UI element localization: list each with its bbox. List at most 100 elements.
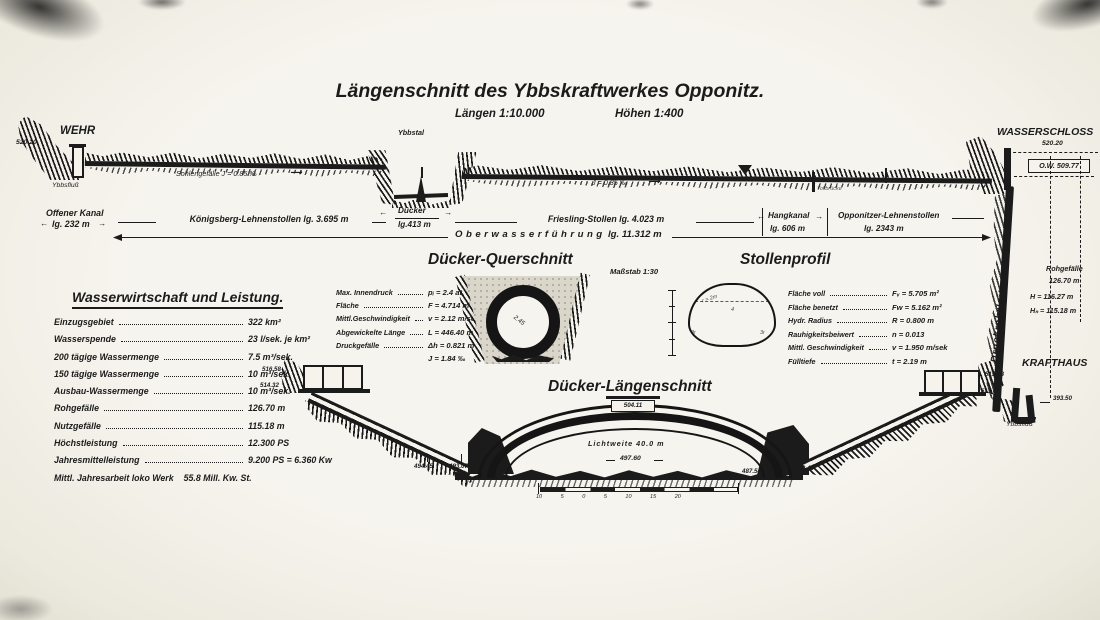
data-row: Fläche F = 4.714 m² (336, 301, 506, 314)
profile-annotation: 4 (731, 307, 735, 313)
dimension-tick (762, 208, 764, 236)
ow-level-box: O.W. 509.77 (1028, 159, 1090, 173)
profile-annotation: 3r (691, 330, 696, 336)
oberwasser-line (672, 237, 984, 239)
duecker-tower-mast (421, 167, 423, 178)
creek-mark (885, 168, 887, 183)
dimension-dash (118, 222, 156, 224)
offener-kanal-length: lg. 232 m (52, 219, 90, 229)
arrow-left-icon: ← (379, 208, 388, 217)
opponitzer-stollen-length: lg. 2343 m (864, 224, 904, 233)
leader-dots (868, 349, 887, 351)
leader-dots (410, 333, 423, 335)
hangkanal-label: Hangkanal (768, 211, 810, 220)
leader-dots (842, 308, 887, 310)
dimension-dash (952, 218, 984, 220)
crown-platform (606, 396, 660, 399)
leader-dots (858, 335, 887, 337)
row-value: 55.8 Mill. Kw. St. (183, 472, 252, 483)
row-label: Hydr. Radius (788, 316, 832, 326)
scalebar-numbers: 10 5 0 5 10 15 20 (536, 494, 681, 500)
scale-laengen: Längen 1:10.000 (455, 108, 545, 120)
row-label: Mittl. Geschwindigkeit (788, 343, 864, 353)
outlet-sill (919, 392, 986, 396)
head-dimension-line (1080, 156, 1081, 322)
sohlengefaelle-label: Sohlengefälle J = 0.85 ‰ (176, 169, 257, 178)
elevation-tick (461, 454, 462, 462)
creek-notch (738, 165, 752, 175)
elevation-tick (427, 454, 428, 462)
row-value: 12.300 PS (248, 438, 290, 449)
row-equation: F = 4.714 m² (428, 301, 472, 311)
outlet-structure-right (924, 370, 980, 394)
dimension-dash (696, 222, 754, 224)
rohgefaelle-label: Rohgefälle (1046, 264, 1083, 273)
leader-dots (836, 322, 887, 324)
scale-tick (668, 322, 676, 323)
row-equation: pᵢ = 2.4 at. (428, 288, 465, 297)
dimension-line (395, 218, 439, 219)
arrow-right-icon: → (815, 212, 824, 221)
leader-dots (153, 393, 243, 395)
row-label: Mittl. Jahresarbeit loko Werk (54, 472, 174, 483)
elevation-dash (654, 460, 663, 461)
arrow-left-icon: ← (40, 219, 49, 228)
massstab-scale-line (672, 290, 674, 356)
leader-dots (105, 427, 243, 429)
row-label: Fläche (336, 301, 359, 311)
intake-elevation: 516.58 (262, 366, 281, 373)
scalebar-end-tick (738, 483, 740, 494)
valley-floor (392, 198, 450, 208)
wehr-label: WEHR (60, 125, 96, 137)
scale-tick (668, 355, 676, 356)
leader-dots (103, 410, 243, 412)
photo-smudge (0, 0, 113, 56)
photo-smudge (0, 595, 53, 620)
drawing-title: Längenschnitt des Ybbskraftwerkes Opponi… (335, 80, 765, 102)
row-value: 23 l/sek. je km² (248, 334, 311, 345)
massstab-label: Maßstab 1:30 (610, 267, 659, 276)
row-equation: t = 2.19 m (892, 356, 927, 366)
row-label: 200 tägige Wassermenge (54, 351, 159, 362)
row-label: 150 tägige Wassermenge (54, 368, 159, 379)
leader-dots (163, 375, 243, 377)
leader-dots (363, 307, 423, 309)
row-value: 10 m³/sek. (248, 386, 291, 397)
duecker-querschnitt-title: Dücker-Querschnitt (428, 251, 573, 268)
friesling-stollen-label: Friesling-Stollen lg. 4.023 m (547, 214, 665, 224)
offener-kanal-label: Offener Kanal (46, 208, 104, 218)
row-value: 7.5 m³/sek. (248, 351, 293, 362)
profile-annotation: 3r (760, 330, 765, 336)
intake-pillar (322, 366, 324, 389)
photo-smudge (1025, 0, 1100, 43)
scale-hoehen: Höhen 1:400 (615, 108, 684, 120)
leader-dots (820, 362, 887, 364)
arrowhead-left (113, 234, 122, 241)
row-label: Max. Innendruck (336, 288, 393, 297)
stollenprofil-title: Stollenprofil (740, 251, 831, 268)
leader-dots (122, 445, 243, 447)
wasserschloss-label: WASSERSCHLOSS (997, 126, 1094, 138)
tollbruecke-mark (812, 172, 815, 192)
photo-smudge (138, 0, 186, 10)
ybbstal-label: Ybbstal (398, 128, 424, 137)
koenigsberg-stollen-label: Königsberg-Lehnenstollen lg. 3.695 m (189, 214, 349, 224)
arrow-left-icon: ← (757, 212, 766, 221)
arrow-right-icon: → (444, 208, 453, 217)
leader-dots (144, 462, 243, 464)
intake-sill (298, 389, 370, 393)
powerhouse-base (1011, 417, 1036, 424)
leader-dots (414, 320, 423, 322)
oberwasser-line (120, 237, 448, 239)
ybbsfluss-left-label: Ybbsfluß (52, 182, 79, 189)
